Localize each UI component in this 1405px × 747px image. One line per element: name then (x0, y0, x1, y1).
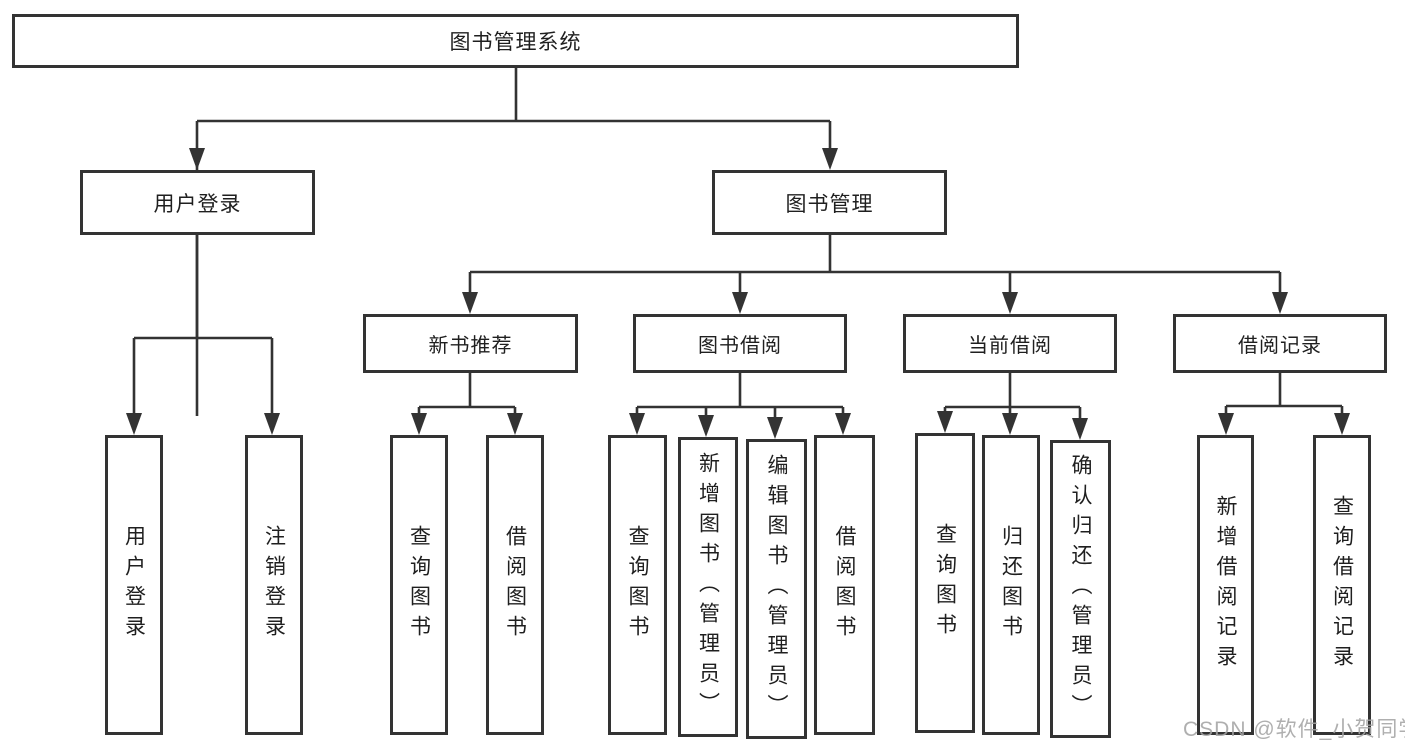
node-book-management-label: 图书管理 (785, 192, 874, 216)
connector-borrowing-records (1224, 373, 1344, 417)
leaf-user-login: 用户登录 (105, 435, 163, 735)
arrowhead-icon (1334, 413, 1350, 435)
arrowhead-icon (507, 413, 523, 435)
arrowhead-icon (1002, 292, 1018, 314)
leaf-query-books-current: 查询图书 (915, 433, 975, 733)
arrowhead-icon (835, 413, 851, 435)
leaf-borrow-books-recommend: 借阅图书 (486, 435, 544, 735)
leaf-borrow-books-borrowing: 借阅图书 (814, 435, 875, 735)
node-user-login-label: 用户登录 (153, 192, 242, 216)
leaf-borrow-books-borrowing-label: 借阅图书 (833, 525, 856, 645)
arrowhead-icon (462, 292, 478, 314)
arrowhead-icon (189, 148, 205, 170)
leaf-query-books-recommend-label: 查询图书 (407, 525, 431, 645)
arrowhead-icon (629, 413, 645, 435)
leaf-query-books-recommend: 查询图书 (390, 435, 448, 735)
leaf-borrow-books-recommend-label: 借阅图书 (503, 525, 527, 645)
leaf-add-book-admin: 新增图书（管理员） (678, 437, 738, 737)
node-library-system-label: 图书管理系统 (449, 31, 582, 54)
arrowhead-icon (1272, 292, 1288, 314)
leaf-confirm-return-admin-label: 确认归还（管理员） (1069, 454, 1092, 724)
leaf-query-borrow-record-label: 查询借阅记录 (1330, 495, 1354, 675)
arrowhead-icons (126, 148, 1350, 440)
csdn-watermark: CSDN @软件_小贺同学 (1183, 718, 1405, 741)
node-current-borrowing: 当前借阅 (903, 314, 1117, 373)
leaf-return-books-label: 归还图书 (999, 525, 1023, 645)
leaf-add-borrow-record-label: 新增借阅记录 (1214, 495, 1237, 675)
connector-book-borrowing (635, 373, 845, 421)
node-borrowing-records: 借阅记录 (1173, 314, 1387, 373)
connector-root (195, 67, 832, 416)
arrowhead-icon (822, 148, 838, 170)
arrowhead-icon (126, 413, 142, 435)
leaf-confirm-return-admin: 确认归还（管理员） (1050, 440, 1111, 738)
leaf-edit-book-admin-label: 编辑图书（管理员） (765, 454, 788, 724)
leaf-add-book-admin-label: 新增图书（管理员） (696, 452, 720, 722)
leaf-query-borrow-record: 查询借阅记录 (1313, 435, 1371, 735)
node-borrowing-records-label: 借阅记录 (1238, 335, 1322, 357)
arrowhead-icon (264, 413, 280, 435)
connector-user-login (132, 234, 274, 416)
arrowhead-icon (732, 292, 748, 314)
node-new-book-recommend-label: 新书推荐 (428, 335, 513, 357)
leaf-logout: 注销登录 (245, 435, 303, 735)
node-library-system: 图书管理系统 (12, 14, 1019, 68)
connector-book-management (468, 234, 1282, 296)
connector-new-book-recommend (417, 373, 517, 417)
arrowhead-icon (1218, 413, 1234, 435)
arrowhead-icon (411, 413, 427, 435)
leaf-edit-book-admin: 编辑图书（管理员） (746, 439, 807, 739)
node-current-borrowing-label: 当前借阅 (968, 335, 1052, 357)
arrowhead-icon (698, 415, 714, 437)
leaf-add-borrow-record: 新增借阅记录 (1197, 435, 1254, 735)
leaf-user-login-label: 用户登录 (122, 525, 146, 645)
leaf-query-books-borrowing-label: 查询图书 (626, 525, 649, 645)
leaf-query-books-current-label: 查询图书 (933, 523, 957, 643)
node-book-borrowing-label: 图书借阅 (698, 335, 782, 357)
leaf-query-books-borrowing: 查询图书 (608, 435, 667, 735)
node-user-login: 用户登录 (80, 170, 315, 235)
node-new-book-recommend: 新书推荐 (363, 314, 578, 373)
node-book-borrowing: 图书借阅 (633, 314, 847, 373)
arrowhead-icon (1072, 418, 1088, 440)
leaf-return-books: 归还图书 (982, 435, 1040, 735)
arrowhead-icon (937, 411, 953, 433)
arrowhead-icon (767, 417, 783, 439)
arrowhead-icon (1002, 413, 1018, 435)
node-book-management: 图书管理 (712, 170, 947, 235)
leaf-logout-label: 注销登录 (262, 525, 286, 645)
